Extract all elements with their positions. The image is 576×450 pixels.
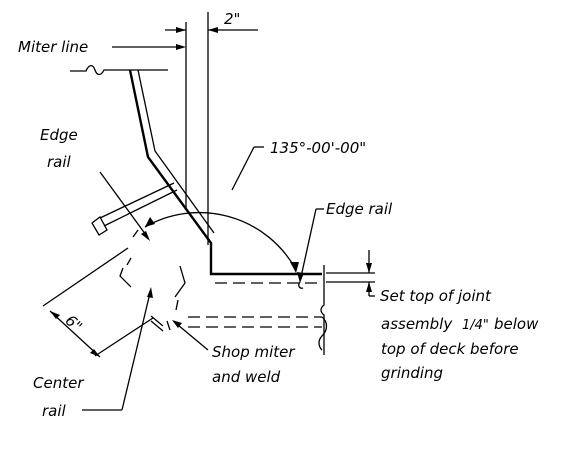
- edge-rail-right-callout: Edge rail: [297, 200, 393, 283]
- set-top-fraction: 1/4": [462, 318, 489, 333]
- shop-miter-callout: Shop miter and weld: [172, 320, 295, 386]
- set-top-line-2: assembly: [381, 315, 453, 333]
- center-rail-label-2: rail: [42, 402, 67, 420]
- anchor-stud: [91, 182, 178, 236]
- shop-miter-line-1: Shop miter: [212, 343, 295, 361]
- shop-miter-line-2: and weld: [212, 368, 281, 386]
- edge-rail-left-label-1: Edge: [40, 126, 78, 144]
- break-symbol: [70, 64, 168, 76]
- set-top-line-1: Set top of joint: [380, 287, 492, 305]
- set-top-note: Set top of joint assembly 1/4" below top…: [380, 287, 539, 382]
- center-rail: [119, 229, 186, 332]
- edge-rail-left-label-2: rail: [47, 153, 72, 171]
- set-top-line-3: top of deck before: [381, 340, 519, 358]
- angle-135-dimension: 135°-00'-00": [144, 139, 366, 273]
- miter-line-callout: Miter line: [18, 38, 186, 76]
- edge-rail-left-callout: Edge rail: [40, 126, 150, 241]
- dimension-2in: 2": [165, 10, 258, 245]
- set-top-line-4: grinding: [381, 364, 443, 382]
- center-rail-label-1: Center: [33, 374, 84, 392]
- center-rail-callout: Center rail: [33, 287, 153, 420]
- upper-member: [128, 69, 322, 276]
- dimension-quarter-inch: [326, 250, 375, 297]
- set-top-line-2b: below: [494, 315, 539, 333]
- dim-2in-label: 2": [224, 10, 240, 28]
- miter-line-label: Miter line: [18, 38, 88, 56]
- angle-label: 135°-00'-00": [270, 139, 366, 157]
- dashed-rails: [188, 265, 328, 355]
- edge-rail-right-label: Edge rail: [326, 200, 393, 218]
- dim-6in-label: 6": [62, 311, 86, 335]
- dimension-6in: 6": [42, 247, 154, 358]
- break-symbol-right: [298, 281, 304, 289]
